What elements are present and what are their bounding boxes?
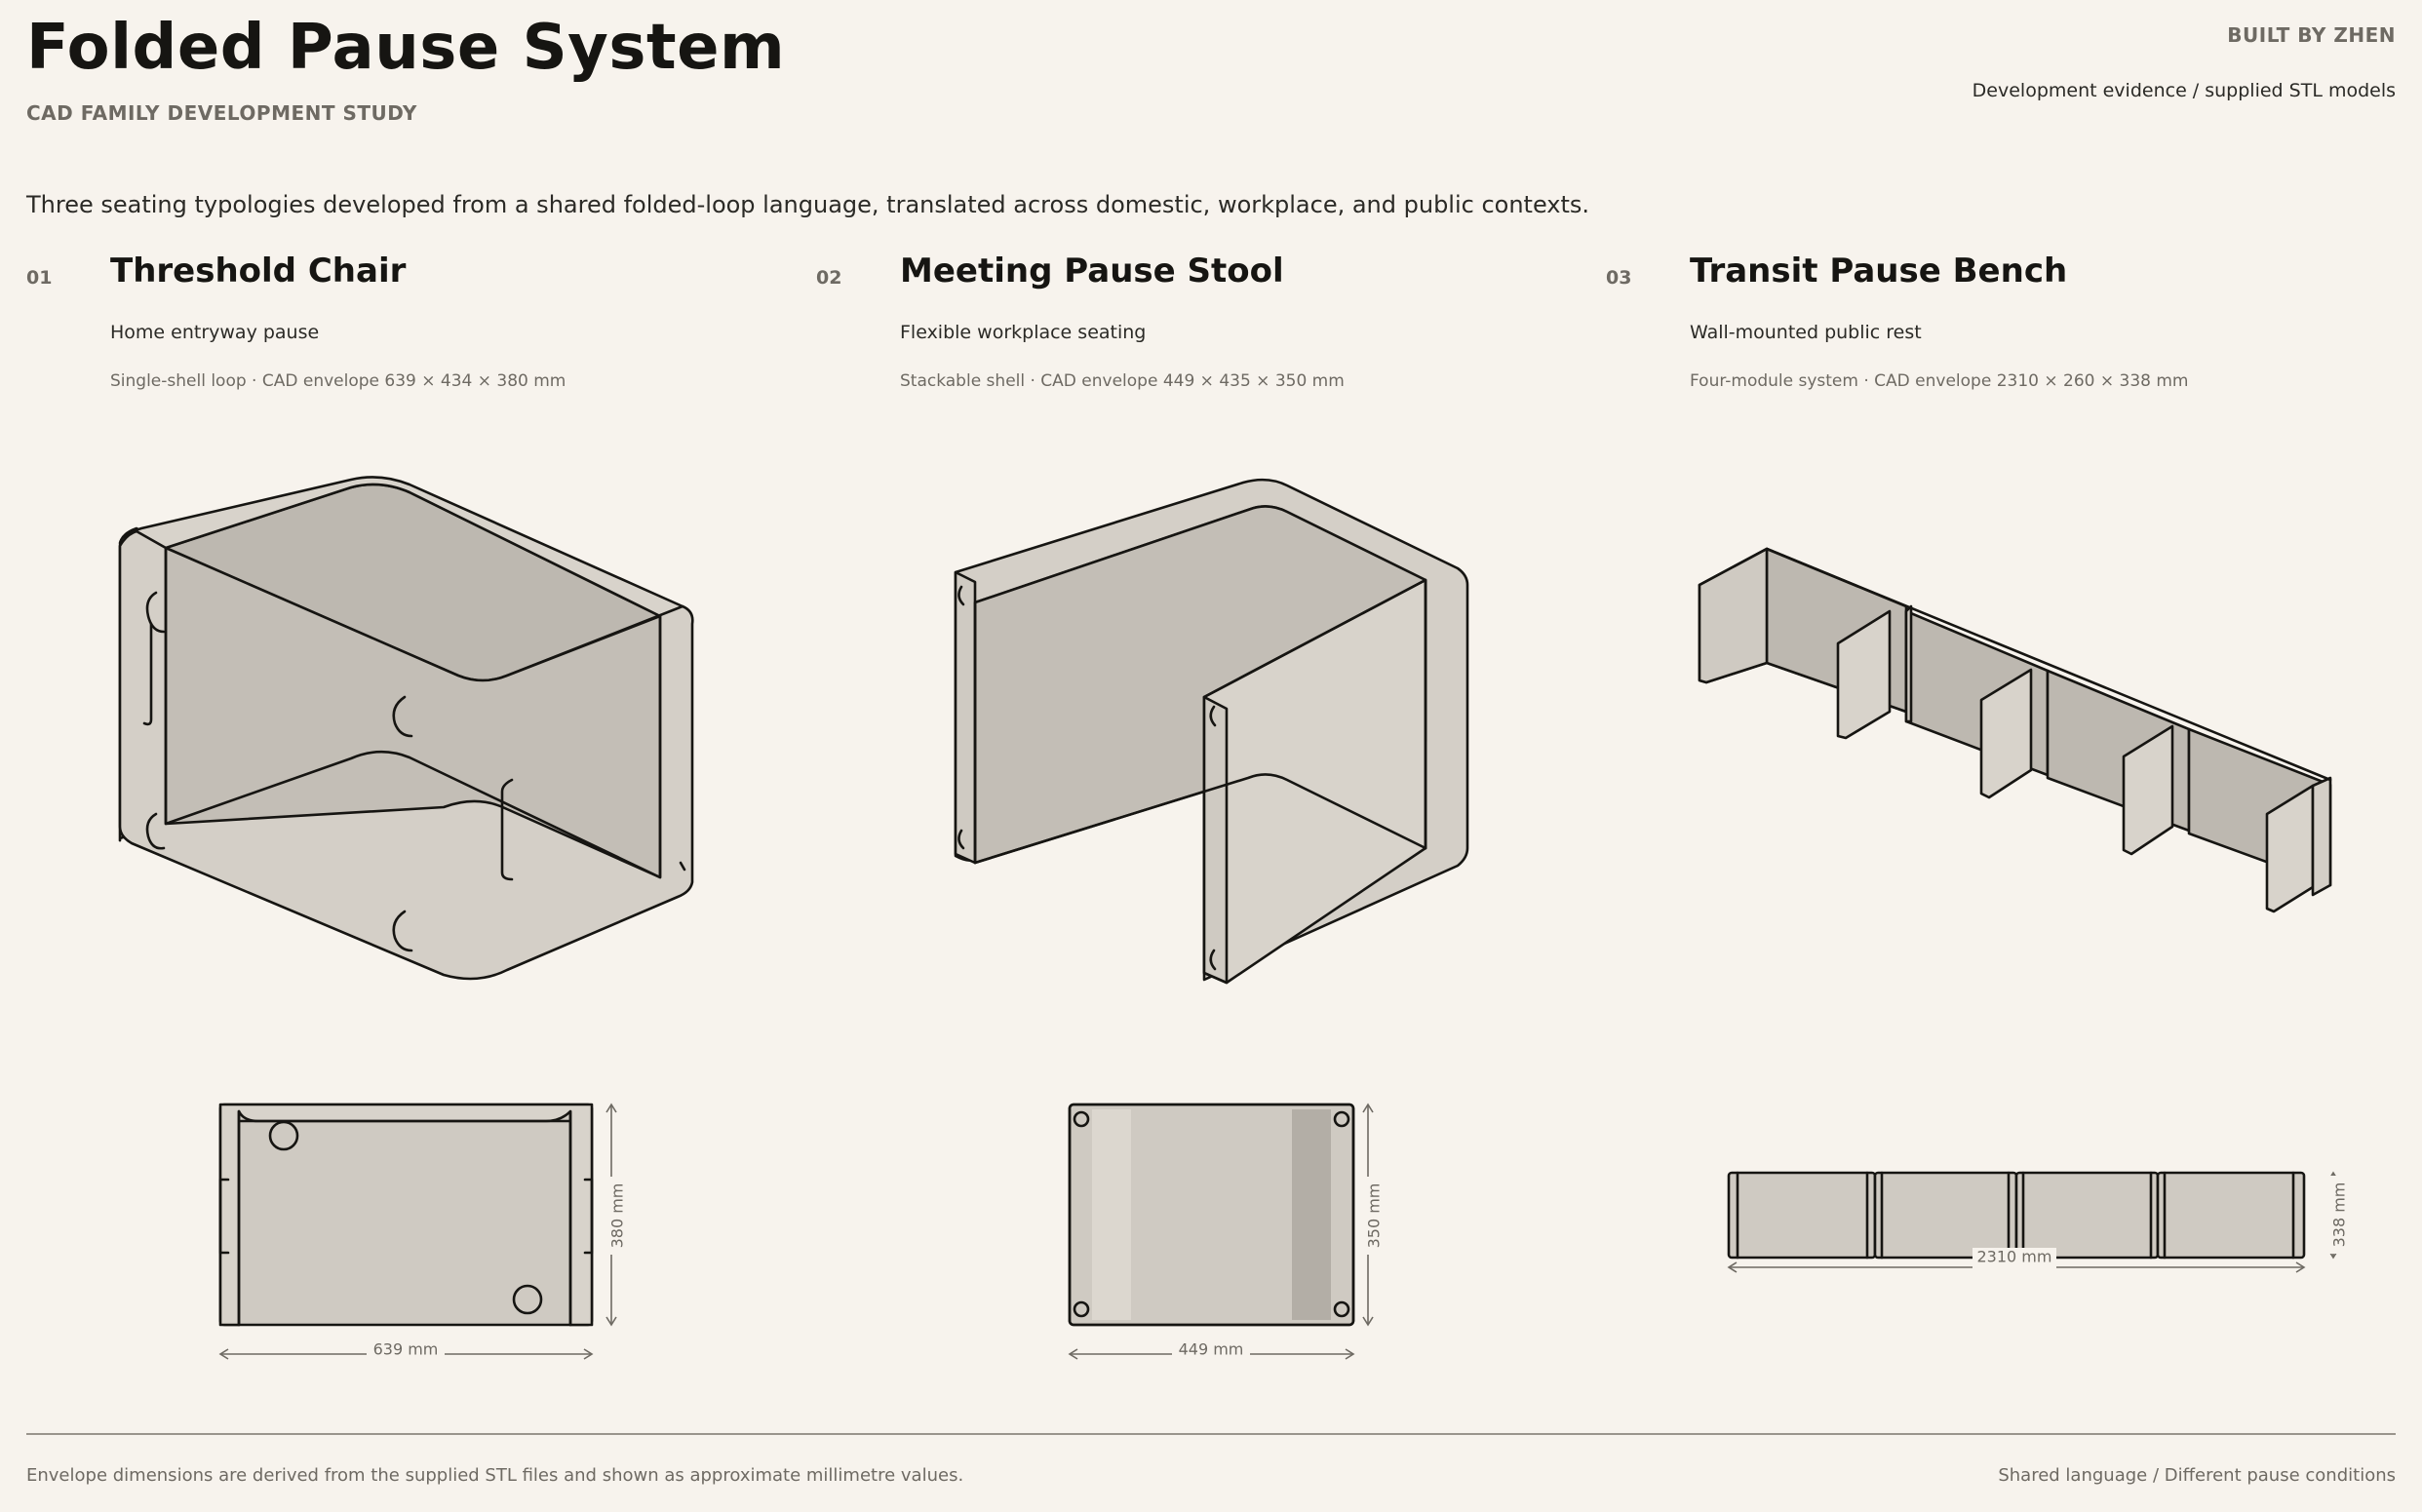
- transit-bench-isometric: [1698, 547, 2332, 913]
- product-spec: Single-shell loop · CAD envelope 639 × 4…: [110, 371, 566, 391]
- width-dimension-label: 449 mm: [1179, 1340, 1244, 1359]
- product-title: Transit Pause Bench: [1690, 252, 2068, 291]
- evidence-label: Development evidence / supplied STL mode…: [1972, 80, 2396, 101]
- built-by-label: BUILT BY ZHEN: [2227, 23, 2396, 47]
- footer-tagline: Shared language / Different pause condit…: [1998, 1465, 2396, 1486]
- product-title: Meeting Pause Stool: [900, 252, 1284, 291]
- threshold-chair-elevation: 639 mm 380 mm: [218, 1103, 627, 1362]
- width-dimension-label: 2310 mm: [1977, 1248, 2052, 1266]
- threshold-chair-isometric: [118, 476, 694, 981]
- footer-divider: [26, 1433, 2396, 1435]
- product-spec: Stackable shell · CAD envelope 449 × 435…: [900, 371, 1345, 391]
- intro-text: Three seating typologies developed from …: [26, 191, 1590, 218]
- transit-bench-elevation: 2310 mm 338 mm: [1727, 1171, 2349, 1273]
- meeting-stool-elevation: 449 mm 350 mm: [1068, 1103, 1384, 1362]
- height-dimension-label: 350 mm: [1365, 1183, 1384, 1249]
- page-subtitle: CAD FAMILY DEVELOPMENT STUDY: [26, 101, 417, 125]
- product-use: Home entryway pause: [110, 322, 320, 343]
- page-title: Folded Pause System: [26, 12, 786, 84]
- product-use: Wall-mounted public rest: [1690, 322, 1922, 343]
- product-number: 02: [816, 267, 842, 289]
- meeting-stool-isometric: [954, 478, 1469, 985]
- height-dimension-label: 338 mm: [2330, 1182, 2349, 1248]
- product-number: 01: [26, 267, 53, 289]
- width-dimension-label: 639 mm: [373, 1340, 439, 1359]
- product-use: Flexible workplace seating: [900, 322, 1147, 343]
- product-number: 03: [1606, 267, 1632, 289]
- height-dimension-label: 380 mm: [608, 1183, 627, 1249]
- product-title: Threshold Chair: [110, 252, 407, 291]
- product-spec: Four-module system · CAD envelope 2310 ×…: [1690, 371, 2189, 391]
- footer-note: Envelope dimensions are derived from the…: [26, 1465, 964, 1486]
